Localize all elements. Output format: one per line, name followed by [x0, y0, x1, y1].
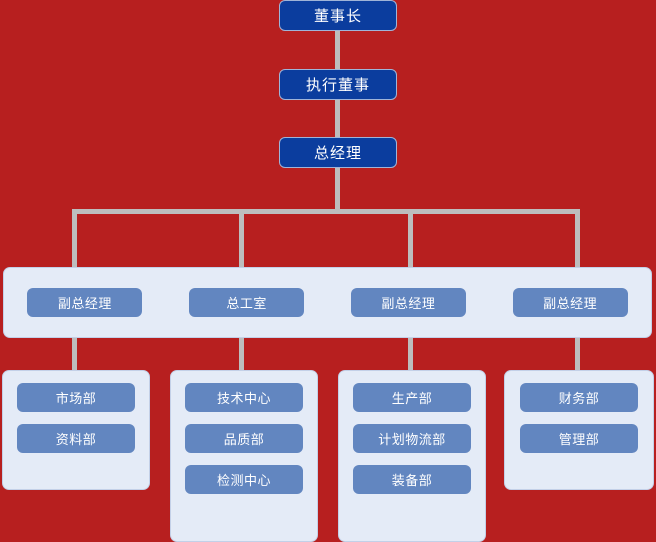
connector-director-to-gm: [335, 100, 340, 137]
department-column-4: 财务部 管理部: [504, 370, 654, 490]
connector-manager-3-to-departments: [408, 336, 413, 374]
node-equipment-department[interactable]: 装备部: [353, 465, 471, 494]
connector-bus-drop-4: [575, 209, 580, 269]
node-deputy-general-manager-2[interactable]: 副总经理: [350, 288, 466, 317]
node-deputy-general-manager-3[interactable]: 副总经理: [512, 288, 628, 317]
connector-manager-2-to-departments: [239, 336, 244, 374]
management-slot-1: 副总经理: [4, 288, 166, 317]
connector-bus-drop-2: [239, 209, 244, 269]
node-label: 检测中心: [216, 474, 271, 489]
department-column-2: 技术中心 品质部 检测中心: [170, 370, 318, 542]
node-technology-center[interactable]: 技术中心: [185, 383, 303, 412]
connector-manager-1-to-departments: [72, 336, 77, 374]
node-label: 副总经理: [57, 297, 112, 312]
node-label: 生产部: [391, 392, 433, 407]
node-executive-director[interactable]: 执行董事: [279, 69, 397, 100]
node-label: 管理部: [558, 433, 600, 448]
management-panel: 副总经理 总工室 副总经理 副总经理: [3, 267, 652, 338]
node-label: 副总经理: [381, 297, 436, 312]
department-column-3: 生产部 计划物流部 装备部: [338, 370, 486, 542]
connector-bus-drop-3: [408, 209, 413, 269]
connector-manager-4-to-departments: [575, 336, 580, 374]
node-chairman[interactable]: 董事长: [279, 0, 397, 31]
node-testing-center[interactable]: 检测中心: [185, 465, 303, 494]
node-documentation-department[interactable]: 资料部: [17, 424, 135, 453]
node-label: 技术中心: [216, 392, 271, 407]
node-label: 财务部: [558, 392, 600, 407]
connector-bus-drop-1: [72, 209, 77, 269]
node-deputy-general-manager-1[interactable]: 副总经理: [27, 288, 143, 317]
management-slot-2: 总工室: [166, 288, 328, 317]
node-marketing-department[interactable]: 市场部: [17, 383, 135, 412]
node-finance-department[interactable]: 财务部: [520, 383, 638, 412]
node-administration-department[interactable]: 管理部: [520, 424, 638, 453]
node-label: 总工室: [226, 297, 267, 312]
node-label: 装备部: [391, 474, 433, 489]
node-executive-director-label: 执行董事: [305, 76, 370, 94]
node-production-department[interactable]: 生产部: [353, 383, 471, 412]
node-label: 资料部: [55, 433, 97, 448]
node-label: 副总经理: [543, 297, 598, 312]
node-label: 计划物流部: [378, 433, 446, 448]
connector-chairman-to-director: [335, 31, 340, 69]
node-label: 品质部: [223, 433, 265, 448]
node-chairman-label: 董事长: [313, 7, 362, 25]
node-quality-department[interactable]: 品质部: [185, 424, 303, 453]
department-column-1: 市场部 资料部: [2, 370, 150, 490]
connector-gm-stem: [335, 168, 340, 214]
connector-management-bus: [72, 209, 580, 214]
management-slot-3: 副总经理: [328, 288, 490, 317]
node-general-manager[interactable]: 总经理: [279, 137, 397, 168]
management-slot-4: 副总经理: [489, 288, 651, 317]
node-label: 市场部: [55, 392, 97, 407]
node-planning-logistics-department[interactable]: 计划物流部: [353, 424, 471, 453]
node-general-manager-label: 总经理: [313, 144, 362, 162]
node-chief-engineer-office[interactable]: 总工室: [189, 288, 305, 317]
